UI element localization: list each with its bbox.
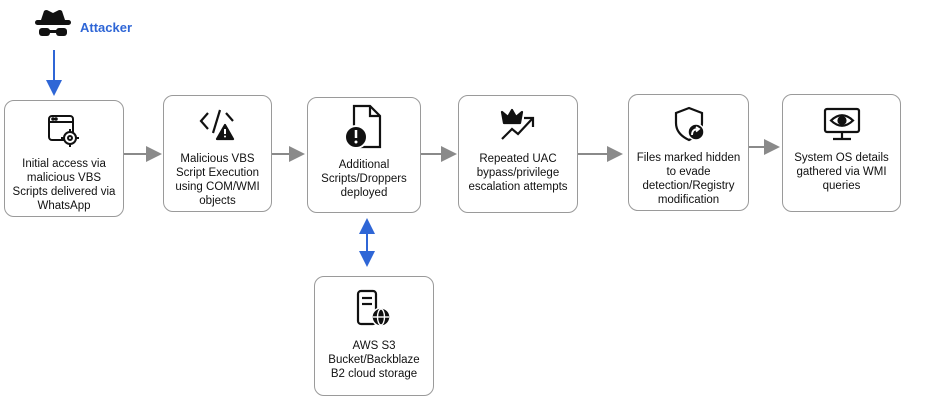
step-droppers: Additional Scripts/Droppers deployed	[307, 97, 421, 213]
step-uac-bypass: Repeated UAC bypass/privilege escalation…	[458, 95, 578, 213]
step-initial-access: Initial access via malicious VBS Scripts…	[4, 100, 124, 217]
file-warning-icon	[342, 102, 386, 152]
step-label: System OS details gathered via WMI queri…	[794, 152, 889, 192]
monitor-eye-icon	[820, 103, 864, 145]
step-vbs-execution: Malicious VBS Script Execution using COM…	[163, 95, 272, 212]
node-cloud-storage: AWS S3 Bucket/Backblaze B2 cloud storage	[314, 276, 434, 396]
step-os-details: System OS details gathered via WMI queri…	[782, 94, 901, 212]
code-warning-icon	[196, 104, 240, 146]
step-label: Malicious VBS Script Execution using COM…	[175, 153, 260, 207]
crown-escalation-icon	[496, 104, 540, 146]
browser-target-icon	[42, 109, 86, 151]
step-label: Initial access via malicious VBS Scripts…	[12, 158, 116, 212]
step-hidden-files: Files marked hidden to evade detection/R…	[628, 94, 749, 211]
step-label: AWS S3 Bucket/Backblaze B2 cloud storage	[328, 340, 420, 380]
server-globe-icon	[352, 287, 396, 329]
step-label: Files marked hidden to evade detection/R…	[636, 152, 741, 206]
attacker-label: Attacker	[80, 20, 133, 35]
shield-redirect-icon	[667, 103, 711, 145]
step-label: Additional Scripts/Droppers deployed	[321, 159, 407, 199]
step-label: Repeated UAC bypass/privilege escalation…	[468, 153, 568, 193]
spy-icon	[35, 10, 71, 36]
